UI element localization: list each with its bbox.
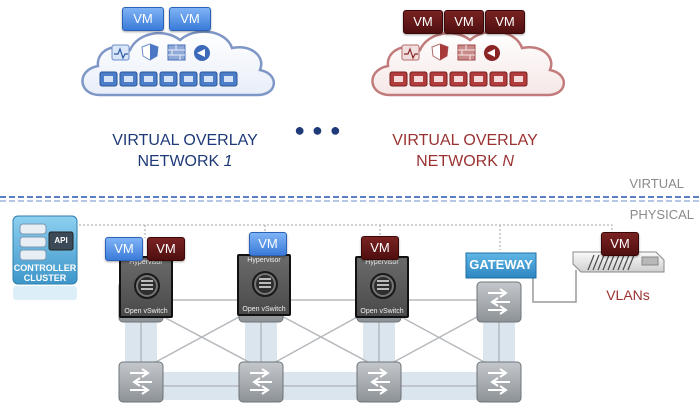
overlay-n-vm-1: VM [403,10,443,34]
overlay-1-label-line2: NETWORK 1 [137,153,233,170]
vlan-server-icon [572,251,665,273]
hypervisor-2: Hypervisor Open vSwitch [237,254,291,316]
controller-label-line2: CLUSTER [23,273,67,283]
host-3-vm-red: VM [361,236,399,260]
vlans-label: VLANs [606,287,650,303]
gateway-box [465,252,537,279]
overlay-n-cloud [371,30,566,97]
top-switches [118,281,522,323]
overlay-n-label: VIRTUAL OVERLAY NETWORK N [370,130,560,172]
host-1-vm-red: VM [147,237,185,261]
open-vswitch-label: Open vSwitch [124,308,168,315]
overlay-n-vm-2: VM [444,10,484,34]
hypervisor-label: Hypervisor [129,259,163,266]
gateway-label: GATEWAY [469,257,533,272]
hypervisor-1: Hypervisor Open vSwitch [119,256,173,318]
open-vswitch-label: Open vSwitch [242,306,286,313]
overlay-n-vm-3: VM [485,10,525,34]
ellipsis: ● ● ● [294,120,342,140]
overlay-1-label-line1: VIRTUAL OVERLAY [112,132,258,149]
overlay-n-label-line2: NETWORK N [416,153,514,170]
overlay-1-cloud [81,30,276,97]
controller-label-line1: CONTROLLER [13,263,77,273]
controller-cluster-icon [12,215,78,300]
open-vswitch-icon [134,273,160,299]
overlay-1-vm-2: VM [169,7,211,31]
layer-label-virtual: VIRTUAL [629,176,684,191]
hypervisor-label: Hypervisor [247,257,281,264]
overlay-n-label-line1: VIRTUAL OVERLAY [392,132,538,149]
layer-label-physical: PHYSICAL [629,207,694,222]
open-vswitch-icon [252,271,278,297]
controller-api-label: API [54,236,68,245]
overlay-1-label: VIRTUAL OVERLAY NETWORK 1 [90,130,280,172]
hypervisor-label: Hypervisor [365,259,399,266]
bottom-switches [118,361,522,403]
host-1-vm-blue: VM [105,237,143,261]
hypervisor-3: Hypervisor Open vSwitch [355,256,409,318]
overlay-1-vm-1: VM [122,7,164,31]
controller-label: CONTROLLER CLUSTER [8,263,82,283]
vlan-vm-red: VM [601,232,639,256]
open-vswitch-icon [370,273,396,299]
host-2-vm-blue: VM [249,232,287,256]
open-vswitch-label: Open vSwitch [360,308,404,315]
